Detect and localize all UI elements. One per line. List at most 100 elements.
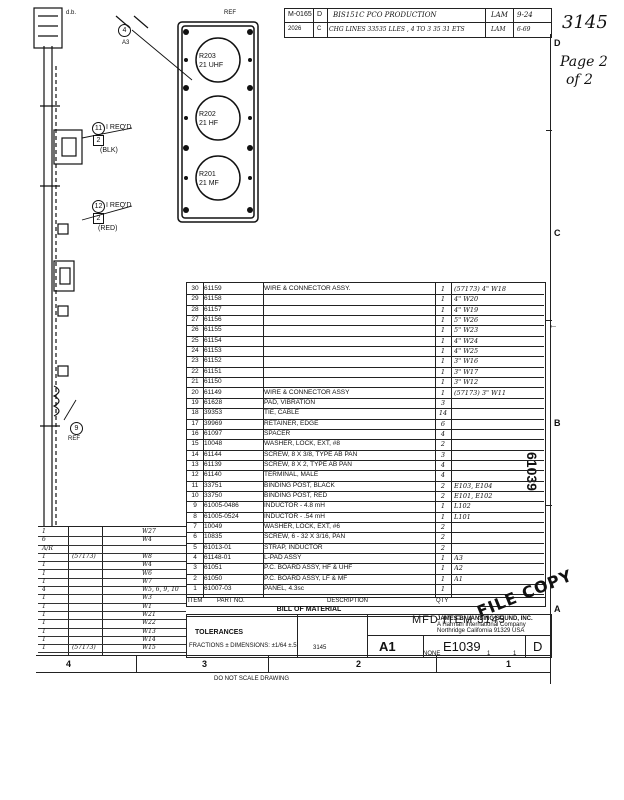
bom-description: RETAINER, EDGE	[264, 419, 319, 427]
bom-description: INDUCTOR - 4.8 mH	[264, 502, 325, 510]
bom-part-number: 61151	[204, 367, 222, 375]
wire-ref: W21	[142, 611, 156, 618]
bom-item-number: 14	[191, 450, 199, 458]
bom-part-number: 61153	[204, 347, 222, 355]
bom-description: L-PAD ASSY	[264, 554, 302, 562]
rev-letter: C	[317, 26, 322, 32]
revision-row: M-0165 D BIS151C PCO PRODUCTION LAM 9-24	[285, 9, 551, 23]
rev-date: 2026	[288, 26, 302, 32]
bom-header-desc: DESCRIPTION	[327, 598, 369, 604]
wire-qty: 1	[42, 627, 46, 635]
bom-item-number: 29	[191, 295, 199, 303]
bom-description: SCREW, 8 X 3/8, TYPE AB PAN	[264, 450, 358, 458]
handwritten-page: Page 2	[560, 54, 608, 70]
bom-reference: (57173) 4" W18	[454, 285, 506, 293]
callout-qty: 2	[96, 215, 101, 222]
bom-item-number: 1	[193, 585, 197, 593]
bom-reference: 5" W26	[454, 316, 479, 325]
bom-description: BINDING POST, BLACK	[264, 481, 335, 489]
bom-item-number: 24	[191, 347, 199, 355]
callout-12-box: 2	[93, 213, 104, 224]
top-left-label: d.b.	[66, 10, 77, 16]
jack-label-r203: R203 21 UHF	[199, 53, 224, 69]
fractions-note: FRACTIONS ± DIMENSIONS: ±1/64 ±.5	[189, 643, 297, 649]
bom-part-number: 33750	[204, 492, 223, 499]
do-not-scale-note: DO NOT SCALE DRAWING	[214, 676, 290, 682]
callout-11-box: 2	[93, 135, 104, 146]
jack-label-r201: R201 21 MF	[199, 171, 219, 187]
callout-12-color: (RED)	[98, 225, 118, 232]
bom-part-number: 61139	[204, 460, 222, 468]
bom-quantity: 1	[440, 285, 446, 293]
bom-quantity: 4	[440, 429, 446, 438]
wire-ref: W22	[142, 619, 156, 627]
bom-reference: 5" W23	[454, 326, 479, 335]
wire-ref: W8	[142, 552, 152, 560]
left-wire-table	[38, 526, 186, 655]
bom-quantity: 1	[440, 585, 446, 594]
bom-part-number: 61148-01	[204, 554, 231, 562]
bom-description: SCREW, 8 X 2, TYPE AB PAN	[264, 460, 352, 468]
drawing-border	[36, 34, 551, 684]
wire-qty: 1	[42, 594, 46, 602]
bom-item-number: 16	[191, 429, 199, 437]
wire-ref: W6	[142, 569, 152, 577]
bom-part-number: 61051	[204, 564, 223, 572]
wire-ref: W5, 6, 9, 10	[142, 586, 179, 594]
bom-quantity: 3	[440, 450, 446, 459]
bom-part-number: 61159	[204, 285, 222, 292]
callout-4: 4	[118, 24, 131, 37]
wire-ref: W4	[142, 536, 152, 544]
sheet-size: A1	[379, 639, 396, 654]
bom-part-number: 10049	[204, 523, 223, 531]
zone-letter-d: D	[554, 38, 561, 48]
wire-row: 1 W22	[38, 619, 186, 629]
bom-quantity: 2	[440, 523, 446, 532]
arrow-marker: ←	[548, 320, 558, 331]
bom-item-number: 4	[193, 554, 197, 562]
bom-part-number: 61005-0486	[204, 502, 239, 510]
bom-part-number: 61154	[204, 336, 222, 344]
callout-number: 11	[94, 125, 103, 132]
bom-description: WASHER, LOCK, EXT, #6	[264, 523, 340, 531]
callout-4-sub: A3	[122, 40, 130, 46]
zone-number-2: 2	[356, 659, 362, 669]
bom-item-number: 9	[193, 502, 197, 510]
wire-qty: 1	[42, 528, 46, 535]
callout-9-text: REF	[68, 436, 80, 442]
bom-description: WIRE & CONNECTOR ASSY.	[264, 285, 351, 292]
tolerances-label: TOLERANCES	[195, 629, 244, 636]
bom-description: SCREW, 6 - 32 X 3/16, PAN	[264, 533, 346, 541]
bom-part-number: 61144	[204, 450, 222, 458]
revision-strip: M-0165 D BIS151C PCO PRODUCTION LAM 9-24…	[284, 8, 552, 38]
bom-part-number: 61150	[204, 378, 222, 386]
bom-item-number: 23	[191, 357, 199, 365]
bom-reference: 3" W16	[454, 357, 479, 366]
bom-item-number: 15	[191, 440, 199, 448]
wire-qty: A/R	[42, 544, 53, 552]
bom-part-number: 61140	[204, 471, 222, 479]
bom-quantity: 6	[440, 419, 446, 428]
bom-quantity: 1	[440, 347, 446, 356]
revision-letter: D	[533, 639, 543, 654]
bom-reference: A1	[454, 574, 463, 583]
zone-number-4: 4	[66, 659, 72, 669]
bom-item-number: 18	[191, 409, 199, 417]
wire-ref: W3	[142, 594, 152, 602]
wire-qty: 1	[42, 619, 46, 627]
bom-part-number: 39353	[204, 409, 223, 417]
bom-part-number: 61157	[204, 305, 222, 313]
rev-description: BIS151C PCO PRODUCTION	[333, 11, 437, 19]
callout-11-text: I REQ'D	[106, 124, 132, 131]
